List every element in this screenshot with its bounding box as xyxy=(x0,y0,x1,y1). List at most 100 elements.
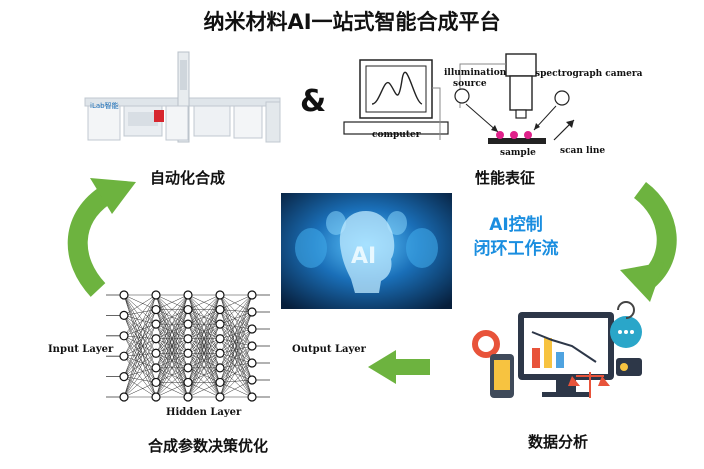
nn-connection xyxy=(123,338,157,357)
nn-node xyxy=(119,351,129,361)
bulb-icon xyxy=(454,88,470,104)
nn-connection xyxy=(187,294,221,368)
arrow-up xyxy=(67,187,111,297)
scan-line-label: scan line xyxy=(560,146,606,156)
nn-connection xyxy=(123,294,157,336)
nn-connection xyxy=(219,328,253,383)
nn-connection xyxy=(123,315,157,325)
nn-connection xyxy=(219,311,253,339)
nn-node xyxy=(119,371,129,382)
input-layer-label: Input Layer xyxy=(48,344,114,355)
analysis-caption: 数据分析 xyxy=(528,433,589,451)
synthesis-brand: iLab智能 xyxy=(90,102,119,110)
nn-node xyxy=(183,334,193,344)
nn-connection xyxy=(219,362,253,383)
nn-node xyxy=(183,304,193,315)
nn-node xyxy=(151,392,161,402)
ai-control-line2: 闭环工作流 xyxy=(473,239,559,259)
nn-connection xyxy=(219,345,253,354)
nn-node xyxy=(215,319,225,329)
synthesis-caption: 自动化合成 xyxy=(150,169,226,187)
nn-node xyxy=(247,307,257,317)
nn-connection xyxy=(219,294,253,325)
nn-connection xyxy=(123,294,157,354)
optimization-caption: 合成参数决策优化 xyxy=(148,437,269,455)
ai-control-text: AI控制 闭环工作流 xyxy=(456,213,576,261)
nn-connection xyxy=(123,355,157,369)
nn-connection xyxy=(123,324,157,398)
refresh-icon xyxy=(617,301,635,319)
nn-connection xyxy=(219,323,253,330)
nn-connection xyxy=(155,382,189,398)
nn-connection xyxy=(155,294,189,354)
hidden-layer-label: Hidden Layer xyxy=(166,407,242,418)
nn-connection xyxy=(219,294,253,339)
nn-connection xyxy=(123,323,157,357)
nn-connection xyxy=(187,338,221,398)
nn-connection xyxy=(187,367,221,398)
nn-connection xyxy=(219,311,253,368)
nn-node xyxy=(119,331,129,341)
nn-node xyxy=(247,375,257,385)
camera-label: spectrograph camera xyxy=(535,69,643,79)
nn-connection xyxy=(155,367,189,398)
nn-connection xyxy=(123,309,157,398)
nn-connection xyxy=(155,294,189,398)
nn-connection xyxy=(219,294,253,398)
nn-connection xyxy=(219,311,253,383)
nn-connection xyxy=(219,328,253,339)
nn-node xyxy=(247,358,257,368)
nn-connection xyxy=(123,294,157,398)
ai-brain-image: AI xyxy=(281,193,452,309)
nn-connection xyxy=(219,294,253,368)
nn-connection xyxy=(123,356,157,383)
radio-icon xyxy=(616,358,642,376)
nn-connection xyxy=(219,367,253,398)
nn-connection xyxy=(219,324,253,398)
nn-connection xyxy=(187,353,221,398)
nn-connection xyxy=(187,294,221,325)
nn-connection xyxy=(123,315,157,383)
nn-connection xyxy=(123,353,157,357)
nn-node xyxy=(247,290,257,300)
nn-connection xyxy=(155,294,189,325)
nn-connection xyxy=(123,294,157,377)
nn-connection xyxy=(219,338,253,347)
nn-connection xyxy=(187,309,221,398)
nn-connection xyxy=(219,294,253,354)
nn-connection xyxy=(219,353,253,398)
characterization-caption: 性能表征 xyxy=(475,169,536,187)
nn-connection xyxy=(123,294,157,368)
nn-connection xyxy=(187,294,221,354)
nn-node xyxy=(183,392,193,402)
nn-node xyxy=(183,348,193,358)
nn-connection xyxy=(219,362,253,398)
nn-node xyxy=(119,310,129,320)
nn-node xyxy=(151,290,161,300)
nn-connection xyxy=(219,379,253,383)
nn-connection xyxy=(219,362,253,369)
ai-control-line1: AI控制 xyxy=(489,215,543,235)
nn-connection xyxy=(155,294,189,383)
nn-node xyxy=(215,377,225,388)
nn-connection xyxy=(123,309,157,377)
data-analysis-illustration xyxy=(472,301,642,398)
nn-node xyxy=(247,392,257,402)
nn-connection xyxy=(219,294,253,310)
nn-connection xyxy=(155,338,189,398)
arrow-up-head xyxy=(90,178,136,214)
ai-glyph: AI xyxy=(351,244,376,269)
nn-connection xyxy=(219,311,253,398)
nn-node xyxy=(151,334,161,344)
nn-node xyxy=(215,334,225,344)
nn-connection xyxy=(123,315,157,354)
nn-connection xyxy=(219,294,253,381)
nn-node xyxy=(151,377,161,388)
nn-connection xyxy=(155,294,189,310)
nn-connection xyxy=(219,353,253,381)
nn-connection xyxy=(123,353,157,398)
nn-node xyxy=(151,304,161,315)
nn-connection xyxy=(123,294,157,325)
nn-connection xyxy=(123,338,157,398)
nn-connection xyxy=(123,382,157,398)
